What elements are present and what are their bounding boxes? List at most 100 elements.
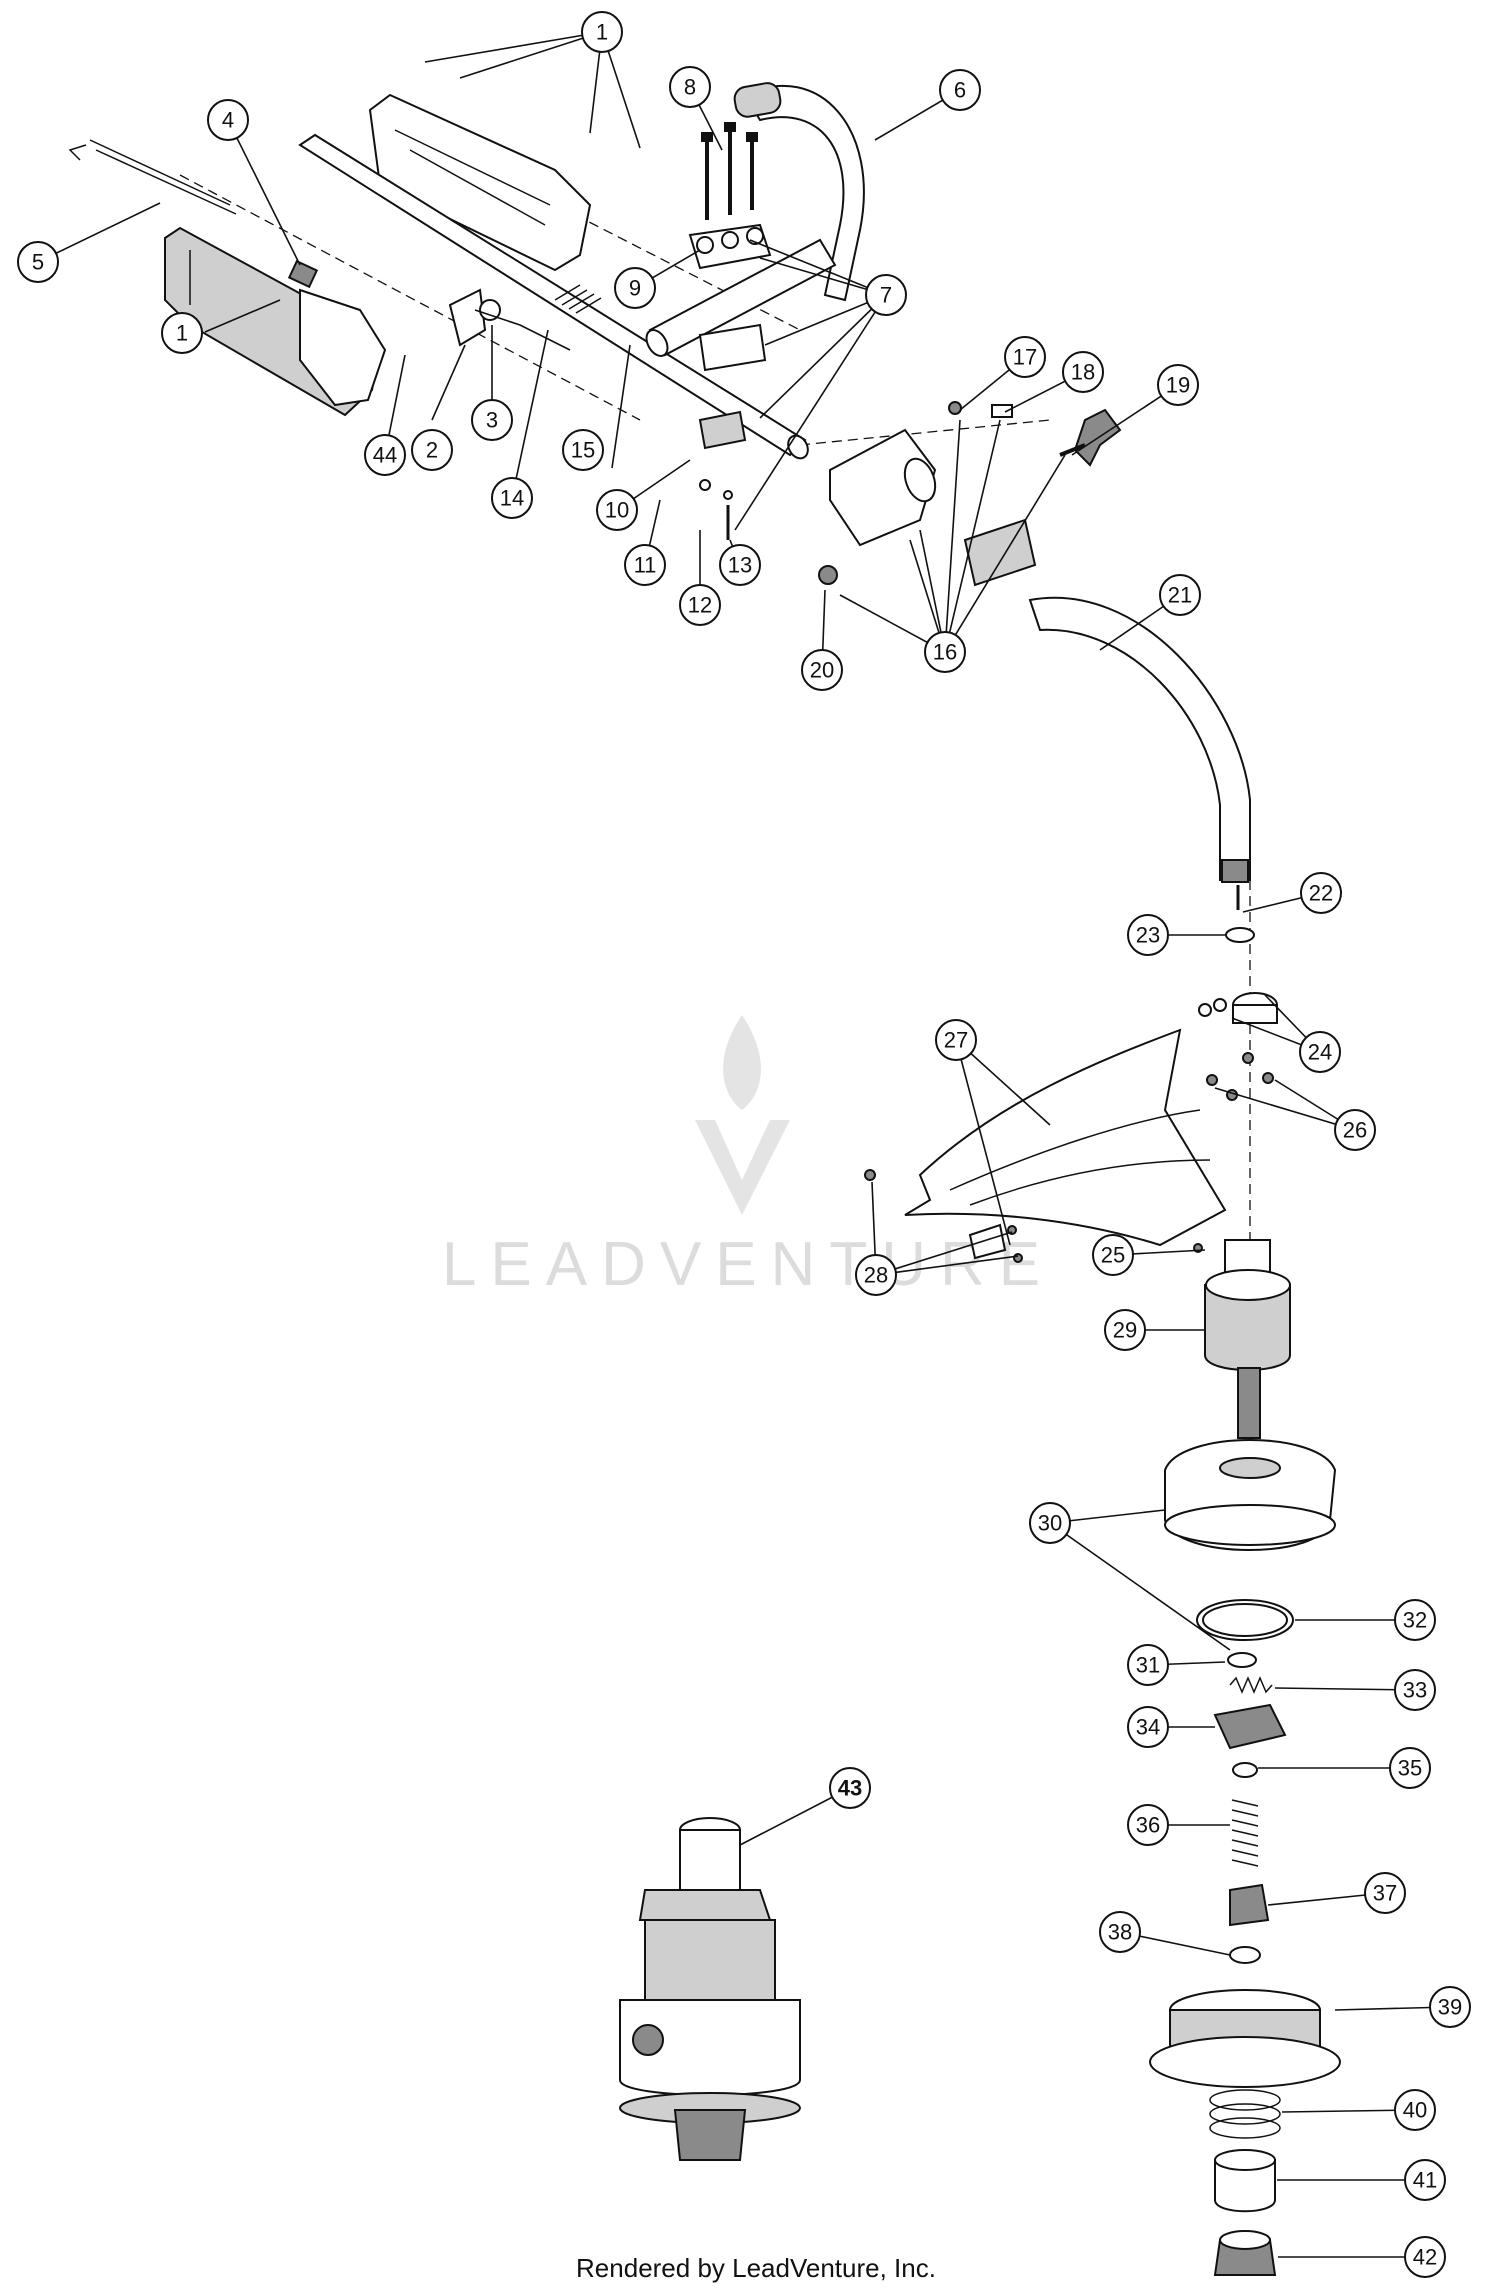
callout: 19 [1157,364,1199,406]
callout-label: 43 [838,1776,862,1801]
callout: 28 [855,1254,897,1296]
callout-circle [1127,1644,1169,1686]
callout-circle [679,584,721,626]
callout-label: 21 [1168,583,1192,608]
callout-label: 42 [1413,2245,1437,2270]
callout: 14 [491,477,533,519]
callout-circle [924,631,966,673]
callout: 16 [924,631,966,673]
handle-screws [701,122,758,220]
callout-label: 29 [1113,1318,1137,1343]
callout: 3 [471,399,513,441]
callout-label: 33 [1403,1678,1427,1703]
callout-circle [1062,351,1104,393]
callout: 4 [207,99,249,141]
callout-circle [1004,336,1046,378]
footer-text: Rendered by LeadVenture, Inc. [576,2253,936,2283]
callout-label: 38 [1108,1920,1132,1945]
callout-label: 10 [605,498,629,523]
callout: 42 [1404,2236,1446,2278]
callout-label: 9 [629,276,641,301]
callout-label: 39 [1438,1995,1462,2020]
callout-circle [1394,1669,1436,1711]
callout-label: 3 [486,408,498,433]
callout-label: 20 [810,658,834,683]
callout-label: 2 [426,438,438,463]
callout-label: 31 [1136,1653,1160,1678]
callout-circle [581,11,623,53]
callout: 32 [1394,1599,1436,1641]
callout-label: 12 [688,593,712,618]
callouts: 1123456789101112131415161718192021222324… [17,11,1471,2278]
callout-label: 37 [1373,1881,1397,1906]
callout-circle [1099,1911,1141,1953]
callout: 30 [1029,1502,1071,1544]
watermark-text: LEADVENTURE [442,1230,1054,1299]
callout: 8 [669,66,711,108]
callout-label: 22 [1309,881,1333,906]
callout-circle [1389,1747,1431,1789]
callout-circle [596,489,638,531]
callout-label: 8 [684,75,696,100]
callout: 5 [17,241,59,283]
callout: 31 [1127,1644,1169,1686]
callout-circle [1334,1109,1376,1151]
callout-label: 7 [880,283,892,308]
callout: 2 [411,429,453,471]
callout-circle [865,274,907,316]
callout-label: 1 [176,321,188,346]
callout-label: 5 [32,250,44,275]
callout: 40 [1394,2089,1436,2131]
callout-label: 1 [596,20,608,45]
callout: 1 [161,312,203,354]
callout-label: 40 [1403,2098,1427,2123]
callout-circle [801,649,843,691]
callout-circle [471,399,513,441]
callout: 1 [581,11,623,53]
callout: 21 [1159,574,1201,616]
callout-circle [1429,1986,1471,2028]
callout: 25 [1092,1234,1134,1276]
callout: 17 [1004,336,1046,378]
callout: 37 [1364,1872,1406,1914]
callout-circle [669,66,711,108]
shaft-spring [554,284,602,314]
callout-circle [855,1254,897,1296]
callout: 11 [624,544,666,586]
callout-label: 15 [571,438,595,463]
callout-circle [161,312,203,354]
callout-circle [411,429,453,471]
callout: 13 [719,544,761,586]
parts-artwork [68,82,1341,2276]
leadventure-watermark: LEADVENTURE [442,1015,1054,1299]
callout-circle [364,434,406,476]
callout: 33 [1394,1669,1436,1711]
callout: 22 [1300,872,1342,914]
callout-label: 32 [1403,1608,1427,1633]
callout-circle [1092,1234,1134,1276]
callout-label: 30 [1038,1511,1062,1536]
callout-circle [624,544,666,586]
callout-label: 28 [864,1263,888,1288]
callout-label: 41 [1413,2168,1437,2193]
callout-label: 18 [1071,360,1095,385]
callout: 7 [865,274,907,316]
callout-circle [1404,2159,1446,2201]
callout: 6 [939,69,981,111]
callout: 23 [1127,914,1169,956]
callout-label: 23 [1136,923,1160,948]
callout-label: 44 [373,443,397,468]
callout: 44 [364,434,406,476]
callout-circle [1127,914,1169,956]
callout-label: 11 [634,553,657,578]
callout-circle [1159,574,1201,616]
callout-circle [1394,2089,1436,2131]
callout-label: 16 [933,640,957,665]
callout-label: 24 [1308,1040,1332,1065]
callout-label: 13 [728,553,752,578]
callout-label: 19 [1166,373,1190,398]
callout-circle [939,69,981,111]
callout-circle [614,267,656,309]
callout: 10 [596,489,638,531]
callout-label: 17 [1013,345,1037,370]
